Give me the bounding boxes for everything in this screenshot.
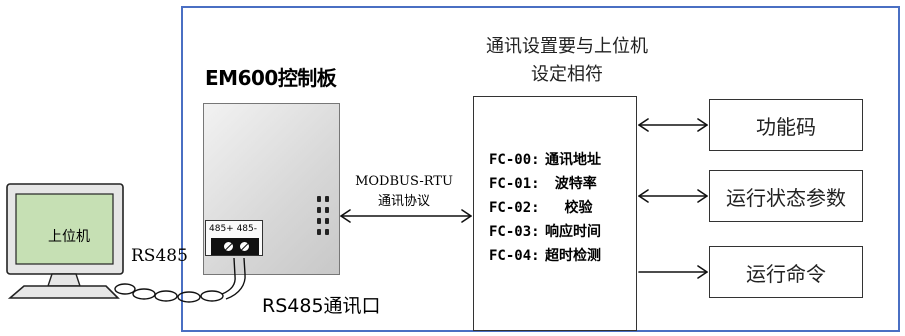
function-code-box [473, 96, 637, 331]
indicator-dot [317, 218, 321, 224]
fc-desc: 超时检测 [545, 248, 601, 264]
cable-link [177, 291, 201, 303]
cable-wire [221, 257, 236, 295]
monitor-neck [47, 273, 81, 287]
link-caption: 通讯协议 [377, 194, 430, 209]
fc-code: FC-02: [489, 200, 540, 216]
fc-code: FC-00: [489, 152, 540, 168]
rs485-cable [114, 257, 246, 303]
connector-label: 485+ 485- [209, 224, 258, 234]
function-code-target-box: 功能码 [709, 99, 863, 151]
indicator-dot [317, 207, 321, 213]
indicator-dot [325, 218, 329, 224]
cable-wire [225, 257, 246, 300]
cable-link [114, 283, 136, 295]
host-computer-icon [6, 183, 124, 299]
link-label: MODBUS-RTU 通讯协议 [345, 172, 463, 212]
arrowhead-left [340, 209, 351, 223]
fc-code: FC-01: [489, 176, 540, 192]
port-label: RS485通讯口 [262, 295, 381, 317]
arrowhead-left [638, 189, 649, 203]
fc-code: FC-03: [489, 224, 540, 240]
control-board-frame [181, 6, 900, 332]
indicator-dot [317, 229, 321, 235]
fc-row: FC-01: 波特率 [489, 175, 597, 193]
screw-icon [223, 241, 234, 252]
cable-link [154, 290, 178, 302]
board-title: EM600控制板 [205, 66, 337, 90]
cable-label: RS485 [131, 246, 188, 266]
fc-row: FC-00: 通讯地址 [489, 151, 601, 169]
indicator-dot [325, 196, 329, 202]
indicator-dot [325, 207, 329, 213]
fc-desc: 波特率 [545, 176, 597, 192]
monitor-base [7, 285, 120, 299]
terminal-block [211, 238, 259, 255]
arrowhead-right [697, 265, 708, 279]
cable-link [132, 288, 156, 300]
indicator-dot [317, 196, 321, 202]
run-command-box: 运行命令 [709, 246, 863, 298]
fc-row: FC-04: 超时检测 [489, 247, 601, 265]
indicator-dot [325, 229, 329, 235]
screw-icon [239, 241, 250, 252]
host-label: 上位机 [48, 229, 90, 245]
fc-desc: 校验 [545, 200, 593, 216]
arrowhead-right [697, 189, 708, 203]
fc-desc: 通讯地址 [545, 152, 601, 168]
fc-row: FC-03: 响应时间 [489, 223, 601, 241]
monitor-screen [15, 193, 114, 265]
arrowhead-right [461, 209, 472, 223]
fc-row: FC-02: 校验 [489, 199, 593, 217]
fc-code: FC-04: [489, 248, 540, 264]
arrowhead-right [697, 118, 708, 132]
arrowhead-left [638, 118, 649, 132]
fc-desc: 响应时间 [545, 224, 601, 240]
run-status-box: 运行状态参数 [709, 170, 863, 222]
cable-link [200, 290, 224, 302]
link-protocol: MODBUS-RTU [355, 174, 453, 189]
note-line-1: 通讯设置要与上位机 [486, 36, 648, 57]
note-line-2: 设定相符 [531, 64, 603, 85]
rs485-connector: 485+ 485- [205, 220, 263, 256]
